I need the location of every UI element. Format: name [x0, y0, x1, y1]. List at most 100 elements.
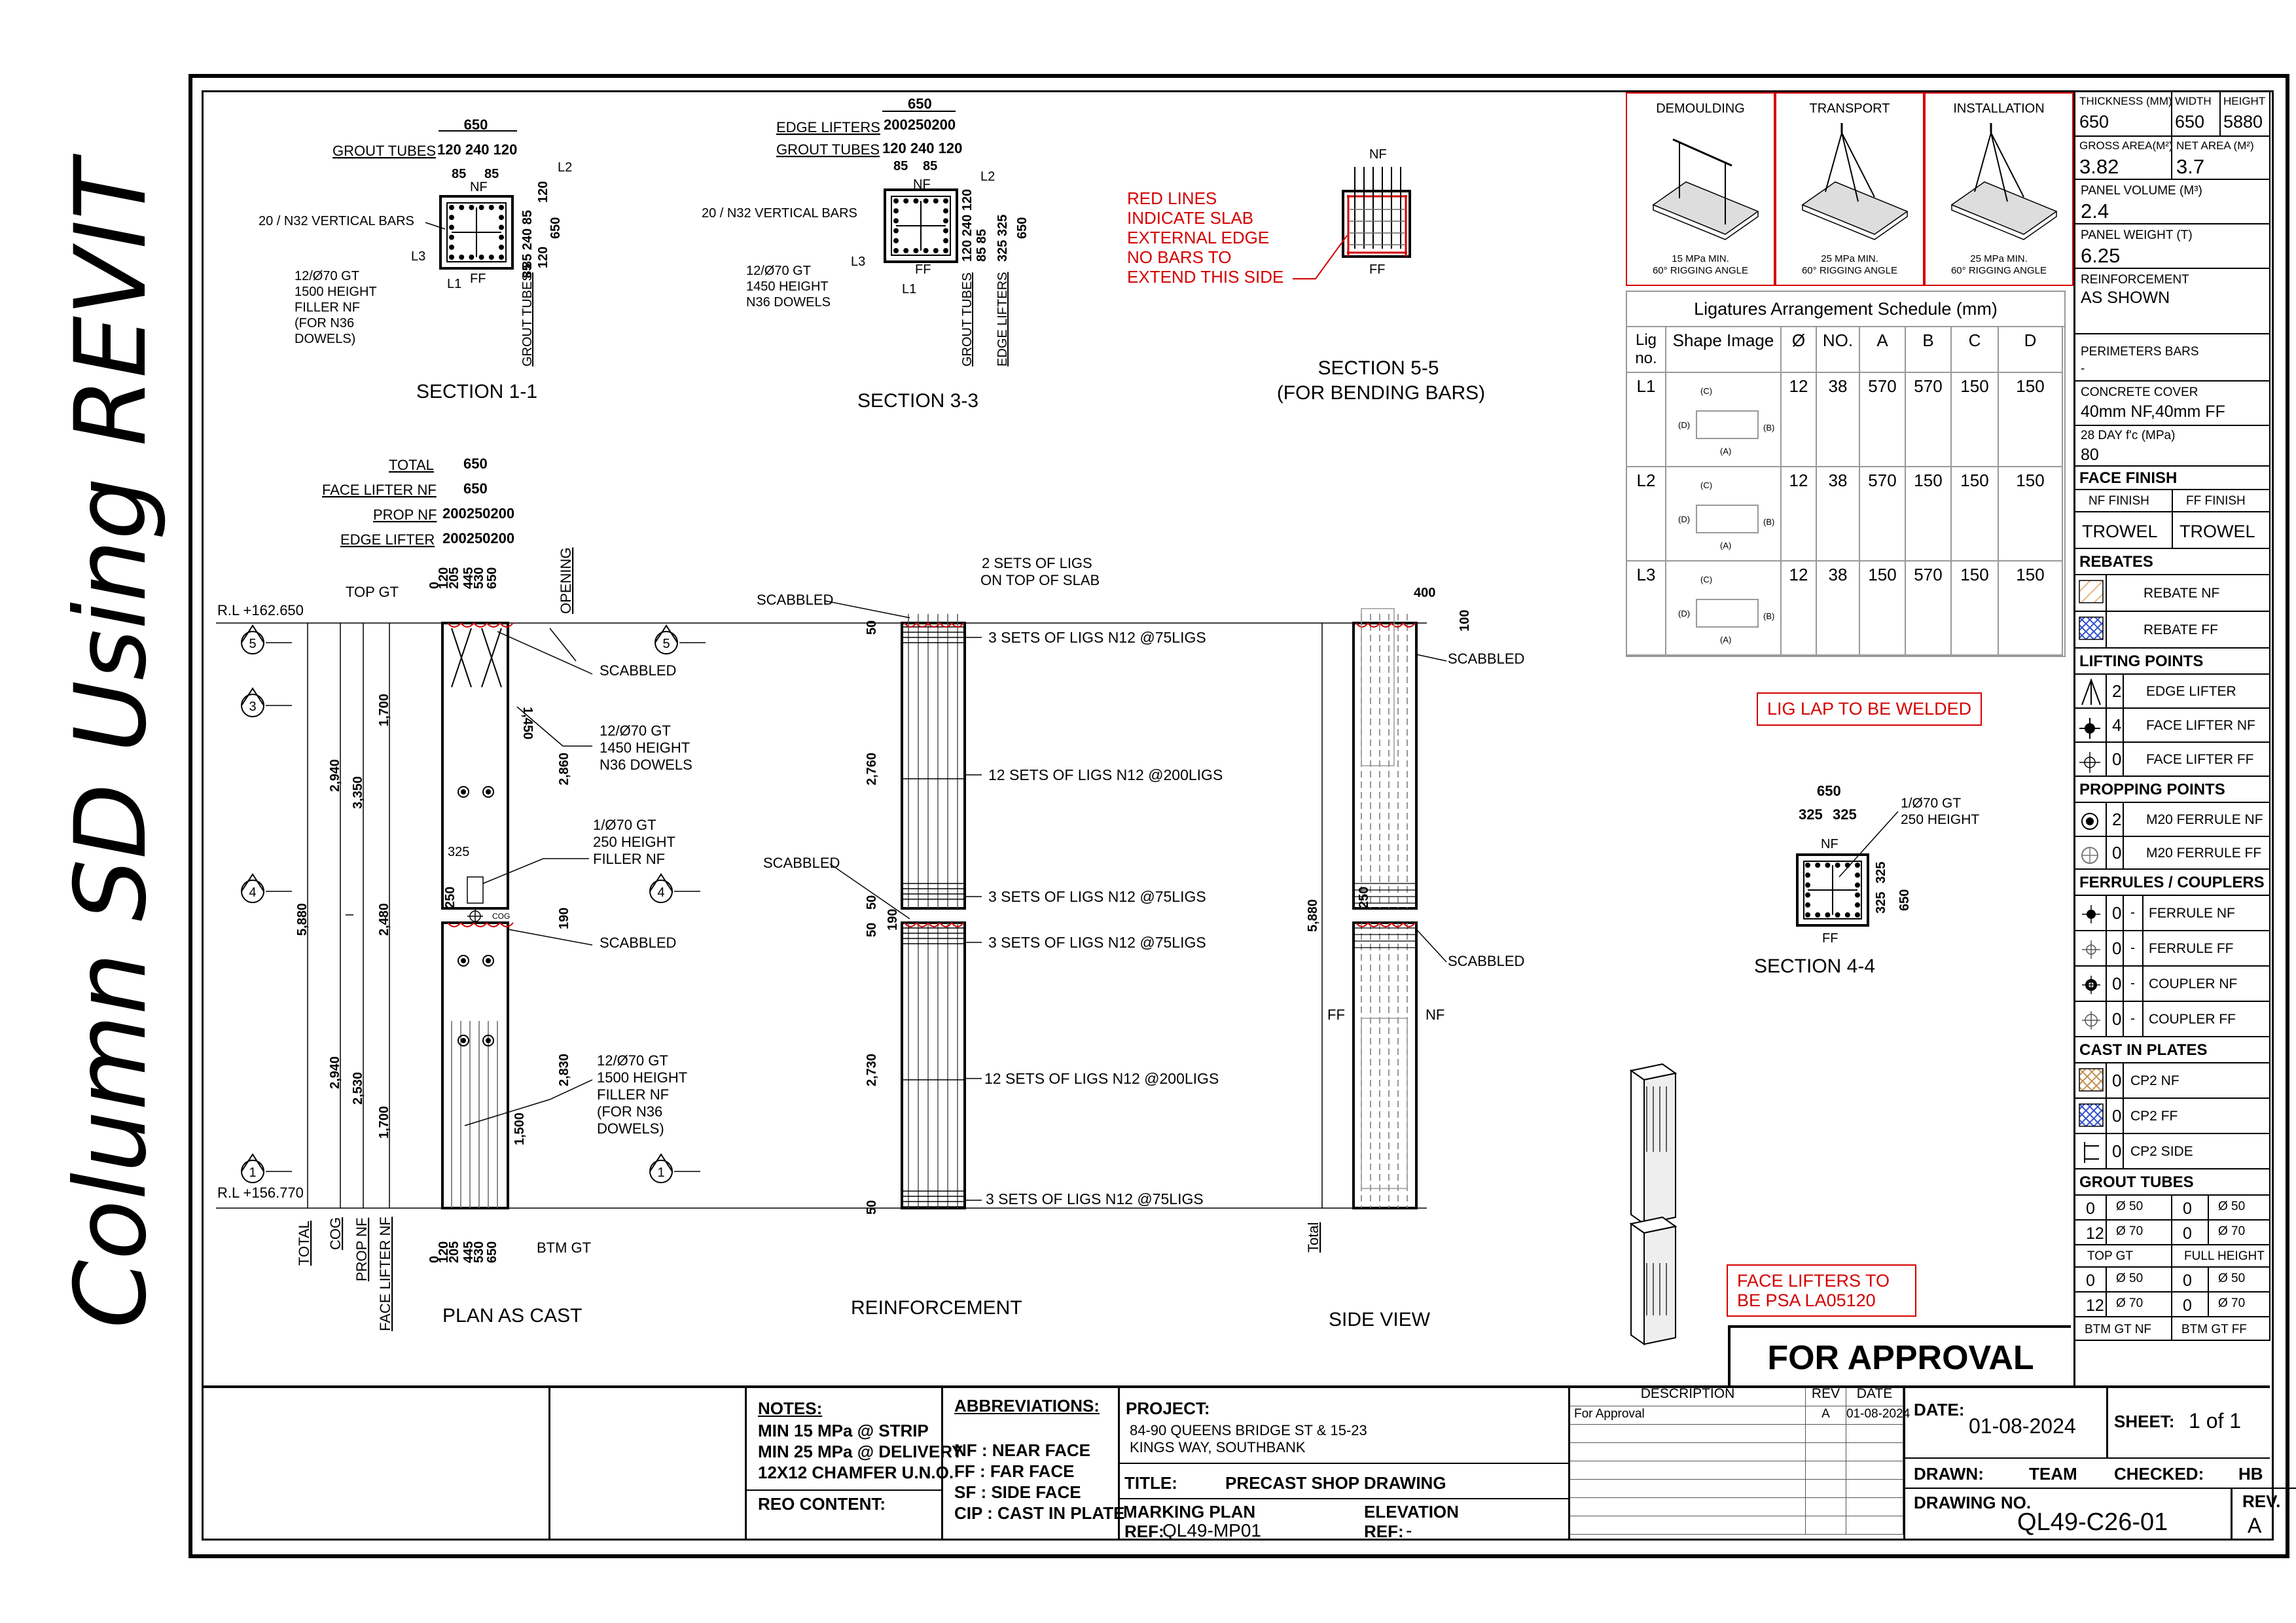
- drawn-heading: DRAWN:: [1914, 1464, 1984, 1484]
- plan-row-total-label: TOTAL: [389, 457, 434, 473]
- sec55-title-1: SECTION 5-5: [1318, 357, 1439, 379]
- rebate-ff: [2075, 612, 2270, 649]
- plan-bot-total: TOTAL: [296, 1221, 312, 1266]
- face-finish-heading: FACE FINISH: [2075, 467, 2270, 490]
- lig-cell: 150: [1999, 373, 2063, 467]
- title-heading: TITLE:: [1124, 1473, 1177, 1493]
- grout-btm-cell: Ø 70: [2209, 1293, 2270, 1317]
- abbr-4: CIP : CAST IN PLATE: [954, 1503, 1125, 1523]
- side-view: 400 100 SCABBLED SCABBLED FF NF 5,880 25…: [1305, 586, 1524, 1330]
- date-value: 01-08-2024: [1969, 1414, 2076, 1438]
- ferrule-row-2-icon: [2075, 967, 2107, 1002]
- sec11-d85a: 85: [452, 167, 466, 181]
- rev-cell: [1570, 1443, 1806, 1461]
- prop-ff-icon: [2075, 837, 2107, 870]
- castin-ff-count: 0: [2112, 1106, 2122, 1126]
- plan-rl-top: R.L +162.650: [217, 602, 304, 618]
- castin-nf-count: 0: [2112, 1071, 2122, 1090]
- lig-shape-label: (A): [1720, 446, 1731, 456]
- plan-d5880: 5,880: [295, 903, 310, 936]
- side-d400: 400: [1414, 586, 1435, 600]
- prop-text: 0: [2183, 1296, 2192, 1315]
- grout-top-cell: Ø 70: [2107, 1221, 2172, 1245]
- rebate-nf: [2075, 575, 2270, 612]
- lift-diagram-image: [1801, 123, 1909, 240]
- note-2: MIN 25 MPa @ DELIVERY: [758, 1442, 963, 1461]
- lift-diagram-title: DEMOULDING: [1656, 101, 1745, 116]
- sec44-ff: FF: [1822, 931, 1838, 946]
- ferrule-row-1-count: 0: [2112, 938, 2122, 958]
- rev-cell: [1570, 1516, 1806, 1535]
- prop-text: NF FINISH: [2089, 494, 2149, 508]
- prop-text: GROUT TUBES: [2079, 1173, 2194, 1191]
- plan-d2830: 2,830: [557, 1054, 571, 1086]
- sec44-v1: 325: [1874, 862, 1888, 883]
- lig-cell: 38: [1817, 562, 1860, 656]
- ferrule-row-0-label: FERRULE NF: [2149, 906, 2235, 921]
- rebates-heading: REBATES: [2075, 549, 2270, 575]
- plan-note-scab2: SCABBLED: [600, 935, 676, 951]
- section-1-1: 650 GROUT TUBES 120 240 120 85 85 NF FF …: [259, 116, 572, 402]
- side-d250: 250: [1357, 887, 1371, 908]
- ferrule-dash-cell: [2124, 896, 2144, 931]
- rev-cell: [1806, 1516, 1846, 1535]
- elevation-label: ELEVATION: [1364, 1502, 1459, 1522]
- section-mark: 3: [249, 700, 256, 714]
- drawing-frame: [188, 74, 2289, 1558]
- perimeter-cell: PERIMETERS BARS-: [2075, 334, 2270, 382]
- castin-ff: [2075, 1099, 2270, 1134]
- lig-cell: 12: [1782, 562, 1817, 656]
- sec44-nf: NF: [1821, 837, 1839, 851]
- lig-header: A: [1860, 327, 1906, 373]
- notes-heading: NOTES:: [758, 1399, 823, 1418]
- ferrule-dash-cell: [2124, 931, 2144, 967]
- lift-edge: [2075, 675, 2270, 709]
- grout-top-cell: Ø 50: [2107, 1196, 2172, 1221]
- ferrule-dash: -: [2130, 940, 2135, 955]
- prop-text: 0: [2183, 1272, 2192, 1290]
- lig-cell: 150: [1999, 467, 2063, 562]
- prop-text: Ø 50: [2218, 1272, 2246, 1285]
- sec44-v650: 650: [1897, 889, 1912, 911]
- sec33-d85a: 85: [893, 159, 908, 173]
- prop-text: 12: [2086, 1224, 2104, 1243]
- plan-d2530: 2,530: [351, 1072, 365, 1105]
- prop-text: 0: [2086, 1272, 2095, 1290]
- lift-diagram-title: INSTALLATION: [1953, 101, 2045, 116]
- prop-text: -: [2081, 362, 2085, 376]
- plan-bot-dim: 0: [427, 1256, 442, 1263]
- reo-heading: REO CONTENT:: [758, 1494, 886, 1514]
- ferrule-row-0-n: [2107, 896, 2124, 931]
- lig-shape-label: (D): [1678, 514, 1690, 524]
- ferrule-row-1-icon: [2075, 931, 2107, 967]
- lift-diagram-title: TRANSPORT: [1809, 101, 1890, 116]
- ferrule-row-2-n: [2107, 967, 2124, 1002]
- sec55-ff: FF: [1369, 262, 1385, 277]
- sec55-column: [1342, 190, 1411, 258]
- lig-cell: 150: [1906, 467, 1952, 562]
- plan-top-dim: 445: [461, 567, 476, 589]
- sec11-vdims: 85 240 85: [520, 210, 535, 268]
- sec33-bars: 20 / N32 VERTICAL BARS: [702, 206, 857, 221]
- castin-ff-icon: [2075, 1099, 2107, 1134]
- reinf-d190: 190: [886, 909, 900, 931]
- grout-btm-cell: Ø 50: [2107, 1268, 2172, 1293]
- drawn-value: TEAM: [2029, 1464, 2077, 1484]
- lig-cell: 570: [1906, 373, 1952, 467]
- ff-finish-label: FF FINISH: [2173, 490, 2270, 512]
- sec33-l1: L1: [902, 282, 916, 296]
- section-mark: 5: [662, 637, 670, 651]
- sec11-bars: 20 / N32 VERTICAL BARS: [259, 214, 414, 228]
- plan-note-scab1: SCABBLED: [600, 662, 676, 679]
- rev-cell: [1846, 1480, 1903, 1498]
- nf-finish-label: NF FINISH: [2075, 490, 2173, 512]
- rebate-nf-icon: [2075, 575, 2107, 612]
- plan-d2480: 2,480: [377, 903, 391, 936]
- plan-d1450: 1,450: [520, 707, 535, 740]
- title-block: NOTES: MIN 15 MPa @ STRIP MIN 25 MPa @ D…: [202, 1385, 2296, 1541]
